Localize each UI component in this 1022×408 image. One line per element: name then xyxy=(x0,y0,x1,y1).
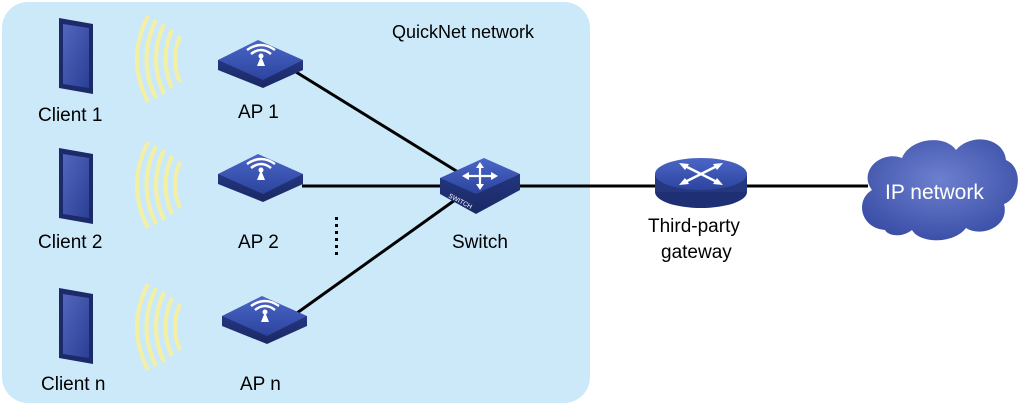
ap-n-label: AP n xyxy=(240,374,281,395)
wifi-signal-icon xyxy=(135,15,182,103)
wifi-signal-icon xyxy=(135,141,182,229)
access-point-icon xyxy=(218,40,303,88)
tablet-icon xyxy=(59,148,93,224)
link-apn-switch xyxy=(289,198,456,320)
wifi-signal-icon xyxy=(135,283,182,371)
cloud-icon xyxy=(862,139,1018,241)
ellipsis-dots xyxy=(335,217,338,255)
client-1-label: Client 1 xyxy=(38,105,102,126)
ap-1-label: AP 1 xyxy=(238,102,279,123)
link-ap1-switch xyxy=(295,70,459,174)
links xyxy=(289,70,868,320)
client-2-label: Client 2 xyxy=(38,232,102,253)
tablet-icon xyxy=(59,18,93,94)
tablet-icon xyxy=(59,288,93,364)
switch-label: Switch xyxy=(452,232,508,253)
router-icon xyxy=(655,158,747,208)
client-n-label: Client n xyxy=(41,374,105,395)
switch-icon: SWITCH xyxy=(440,158,520,214)
region-title: QuickNet network xyxy=(392,22,535,42)
ap-2-label: AP 2 xyxy=(238,232,279,253)
gateway-label-line2: gateway xyxy=(661,242,732,263)
cloud-label: IP network xyxy=(885,181,984,204)
gateway-label-line1: Third-party xyxy=(648,216,740,237)
access-point-icon xyxy=(222,296,307,344)
access-point-icon xyxy=(218,154,303,202)
